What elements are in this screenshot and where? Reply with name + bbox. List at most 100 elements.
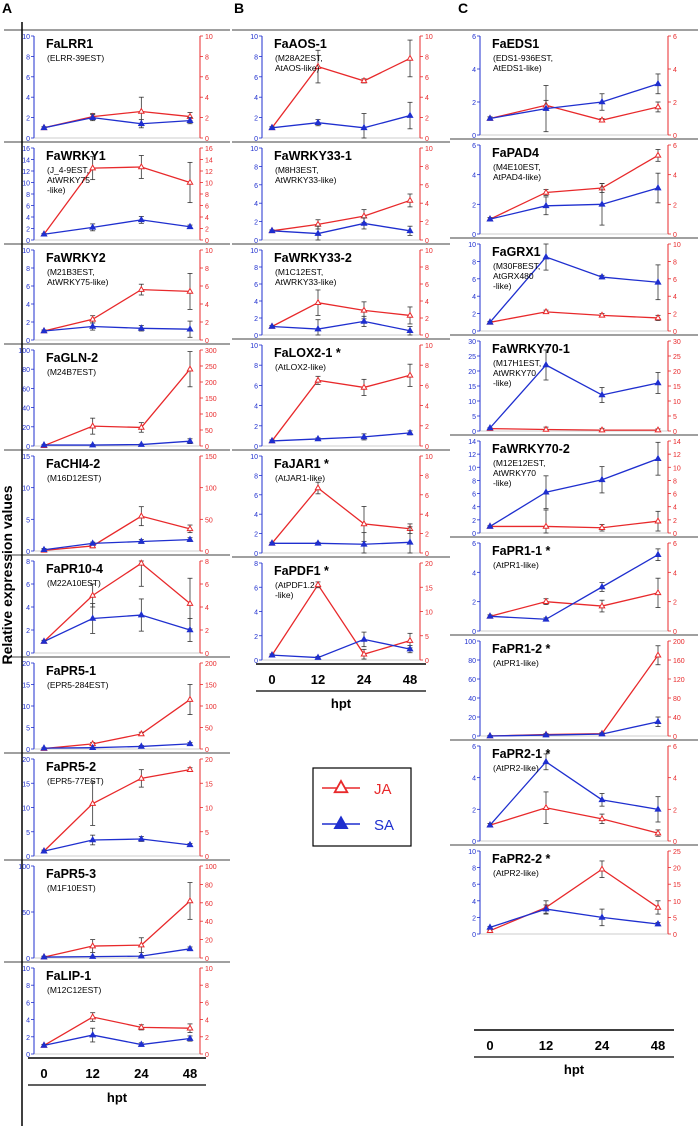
marker-sa — [137, 215, 145, 223]
left-tick-label: 0 — [26, 854, 30, 861]
left-tick-label: 4 — [26, 215, 30, 222]
left-tick-label: 4 — [26, 605, 30, 612]
marker-ja — [186, 896, 194, 904]
marker-ja — [542, 425, 550, 432]
marker-ja — [137, 941, 145, 948]
marker-ja — [406, 371, 414, 378]
panel-subtitle: AtGRX480 — [493, 271, 534, 281]
left-tick-label: 8 — [254, 164, 258, 171]
marker-sa — [598, 582, 606, 590]
right-tick-label: 6 — [673, 143, 677, 150]
marker-sa — [598, 97, 606, 105]
left-tick-label: 10 — [250, 248, 258, 255]
series-line-sa — [272, 541, 411, 545]
series-sa — [268, 631, 414, 660]
right-tick-label: 2 — [205, 227, 209, 234]
series-line-ja — [271, 57, 411, 129]
marker-sa — [89, 441, 97, 448]
panel-subtitle: (AtPR1-like) — [493, 560, 539, 570]
marker-ja — [137, 559, 145, 566]
marker-sa — [360, 432, 368, 440]
marker-ja — [360, 383, 368, 390]
right-tick-label: 0 — [205, 651, 209, 658]
series-line-ja — [43, 699, 191, 750]
series-ja — [268, 289, 414, 329]
panel-subtitle: (M28A2EST, — [275, 53, 323, 63]
marker-sa — [40, 953, 48, 960]
series-line-ja — [271, 487, 411, 544]
left-tick-label: 6 — [26, 1000, 30, 1007]
right-tick-label: 0 — [425, 444, 429, 451]
series-sa — [40, 535, 194, 553]
marker-sa — [654, 920, 662, 927]
right-tick-label: 2 — [425, 316, 429, 323]
panel-fawrky2: 02468100246810FaWRKY2(M21B3EST,AtWRKY75-… — [4, 243, 230, 345]
left-tick-label: 6 — [254, 75, 258, 82]
right-tick-label: 10 — [205, 248, 213, 255]
series-sa — [40, 320, 194, 338]
panel-subtitle: (M16D12EST) — [47, 473, 101, 483]
marker-ja — [598, 426, 606, 433]
marker-ja — [542, 307, 550, 315]
right-tick-label: 6 — [673, 34, 677, 41]
marker-sa — [89, 113, 97, 120]
left-tick-label: 4 — [472, 776, 476, 783]
panel-title: FaEDS1 — [492, 37, 539, 51]
marker-ja — [89, 799, 97, 806]
left-tick-label: 8 — [472, 478, 476, 485]
legend-sa-label: SA — [374, 817, 394, 834]
right-tick-label: 160 — [673, 658, 685, 665]
right-tick-label: 8 — [205, 266, 209, 273]
panel-title: FaPDF1 * — [274, 564, 329, 578]
left-tick-label: 4 — [472, 505, 476, 512]
marker-ja — [406, 196, 414, 203]
right-tick-label: 16 — [205, 146, 213, 153]
series-ja — [40, 1012, 194, 1048]
left-tick-label: 8 — [26, 559, 30, 566]
right-tick-label: 15 — [673, 384, 681, 391]
x-tick-label: 24 — [134, 1066, 149, 1081]
marker-sa — [314, 539, 322, 546]
legend-box — [312, 767, 412, 847]
right-tick-label: 5 — [205, 830, 209, 837]
right-tick-label: 150 — [205, 396, 217, 403]
left-tick-label: 20 — [22, 425, 30, 432]
series-line-ja — [43, 166, 191, 235]
left-tick-label: 15 — [22, 781, 30, 788]
left-tick-label: 0 — [26, 136, 30, 143]
left-tick-label: 2 — [472, 312, 476, 319]
marker-sa — [268, 322, 276, 329]
left-tick-label: 0 — [26, 747, 30, 754]
marker-sa — [314, 229, 322, 236]
marker-ja — [598, 865, 606, 872]
left-tick-label: 12 — [22, 169, 30, 176]
marker-ja — [137, 774, 145, 781]
marker-sa — [137, 1040, 145, 1047]
panel-title: FaLRR1 — [46, 37, 93, 51]
x-tick-label: 12 — [539, 1038, 553, 1053]
left-tick-label: 4 — [26, 95, 30, 102]
left-tick-label: 4 — [472, 173, 476, 180]
series-sa — [268, 428, 414, 444]
marker-sa — [598, 913, 606, 920]
marker-sa — [542, 201, 550, 209]
panel-subtitle: (ELRR-39EST) — [47, 53, 104, 63]
right-tick-label: 10 — [205, 966, 213, 973]
marker-sa — [486, 318, 494, 325]
marker-sa — [542, 488, 550, 495]
left-tick-label: 60 — [22, 386, 30, 393]
series-sa — [40, 113, 194, 131]
marker-sa — [542, 104, 550, 111]
series-line-ja — [489, 807, 659, 834]
marker-sa — [40, 847, 48, 854]
left-tick-label: 10 — [468, 465, 476, 472]
right-tick-label: 6 — [205, 204, 209, 211]
left-tick-label: 10 — [22, 248, 30, 255]
right-tick-label: 10 — [425, 343, 433, 350]
series-ja — [268, 39, 414, 131]
right-tick-label: 10 — [425, 248, 433, 255]
marker-sa — [598, 200, 606, 207]
